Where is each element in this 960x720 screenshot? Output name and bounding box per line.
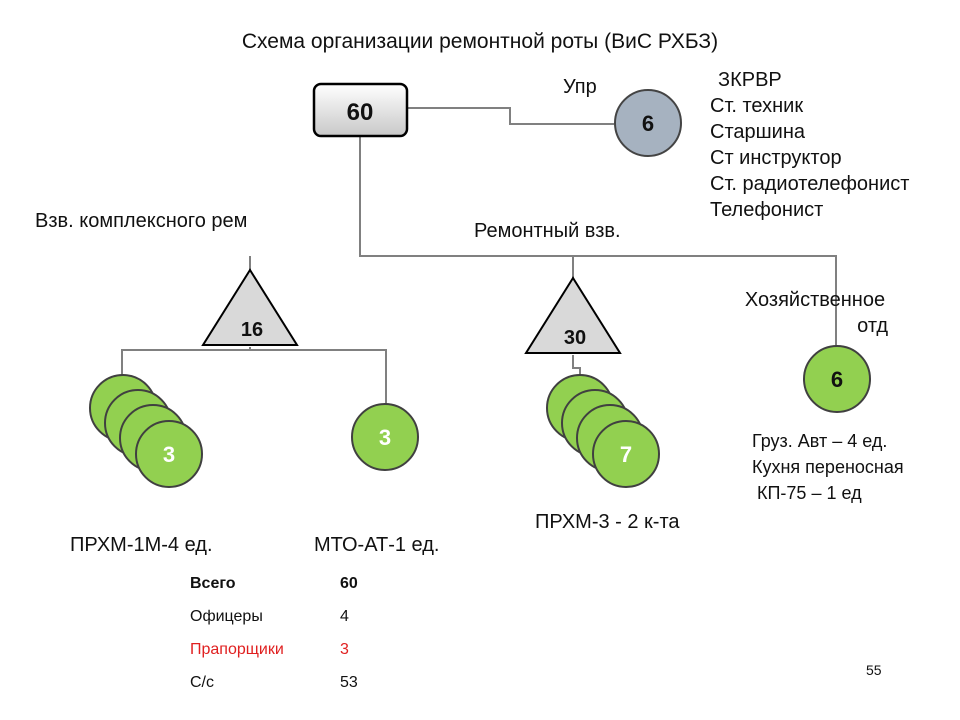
khoz-equipment-item: КП-75 – 1 ед [752,483,862,503]
upr-label: Упр [563,76,597,98]
upr-staff-item: Ст. техник [710,95,804,117]
upr-staff-item: Старшина [710,121,806,143]
upr-staff-item: Телефонист [710,199,824,221]
platoon1-node: 16 [201,268,299,346]
khoz-label-line: отд [857,315,888,337]
stack2-node: 7 [546,374,660,488]
stack1-node-value: 3 [163,442,175,467]
upr-node: 6 [614,89,682,157]
summary-value: 53 [340,674,358,691]
mto-caption: МТО-АТ-1 ед. [314,534,440,556]
khoz-node: 6 [803,345,871,413]
summary-label: С/с [190,674,214,691]
upr-node-value: 6 [642,111,654,136]
platoon1-node-value: 16 [241,319,263,341]
root-node: 60 [312,82,409,138]
summary-label: Всего [190,575,236,592]
connectors [121,107,837,404]
stack2-node-value: 7 [620,442,632,467]
stack1-caption: ПРХМ-1М-4 ед. [70,534,213,556]
connector-stack1 [121,347,251,376]
platoon1-label: Взв. комплексного рем [35,210,248,232]
stack2-circle [592,420,660,488]
khoz-node-value: 6 [831,367,843,392]
page-number: 55 [866,662,882,678]
summary-label: Прапорщики [190,641,284,658]
upr-staff-list: ЗКРВР Ст. техник Старшина Ст инструктор … [710,67,909,223]
platoon2-label: Ремонтный взв. [474,220,621,242]
stack1-node: 3 [89,374,203,488]
summary-value: 3 [340,641,349,658]
khoz-equipment-item: Кухня переносная [752,457,904,477]
page-title: Схема организации ремонтной роты (ВиС РХ… [241,30,719,53]
khoz-label: Хозяйственное отд [720,287,910,339]
khoz-equipment-list: Груз. Авт – 4 ед. Кухня переносная КП-75 … [752,428,904,506]
upr-staff-item: Ст. радиотелефонист [710,173,910,195]
platoon2-node: 30 [524,276,622,354]
mto-node-value: 3 [379,425,391,450]
stack2-caption: ПРХМ-3 - 2 к-та [535,511,680,533]
summary-label: Офицеры [190,608,263,625]
khoz-equipment-item: Груз. Авт – 4 ед. [752,431,888,451]
mto-node: 3 [351,403,419,471]
summary-value: 60 [340,575,358,592]
upr-staff-item: Ст инструктор [710,147,842,169]
platoon2-node-value: 30 [564,327,586,349]
connector-root-upr [407,107,614,125]
root-node-value: 60 [347,99,374,126]
connector-mto [250,349,387,404]
summary-value: 4 [340,608,349,625]
upr-staff-item: ЗКРВР [718,69,782,91]
khoz-label-line: Хозяйственное [744,289,886,311]
connector-root-trunk [359,134,837,348]
stack1-circle [135,420,203,488]
connector-stack2 [572,355,581,378]
